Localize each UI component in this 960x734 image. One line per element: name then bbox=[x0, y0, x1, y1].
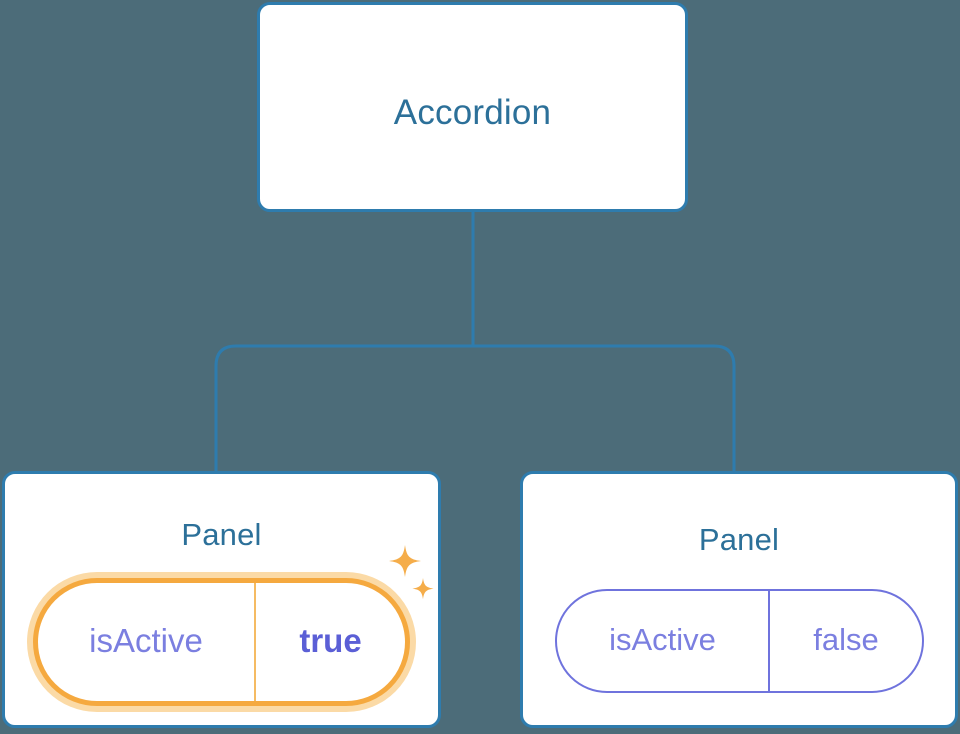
edge-accordion-to-panel-left bbox=[214, 344, 473, 472]
prop-pill-is-active-false[interactable]: isActive false bbox=[555, 589, 924, 693]
prop-value-label: false bbox=[813, 622, 879, 657]
node-panel-left-title: Panel bbox=[181, 517, 262, 552]
edge-accordion-to-panel-right bbox=[473, 344, 736, 472]
prop-pill-is-active-true[interactable]: isActive true bbox=[33, 578, 410, 706]
node-accordion[interactable]: Accordion bbox=[257, 2, 688, 212]
node-panel-right-title: Panel bbox=[698, 522, 780, 557]
prop-key-label: isActive bbox=[557, 591, 770, 691]
node-accordion-title: Accordion bbox=[393, 93, 552, 132]
prop-value-label: true bbox=[299, 622, 362, 659]
prop-key-label: isActive bbox=[38, 583, 256, 701]
